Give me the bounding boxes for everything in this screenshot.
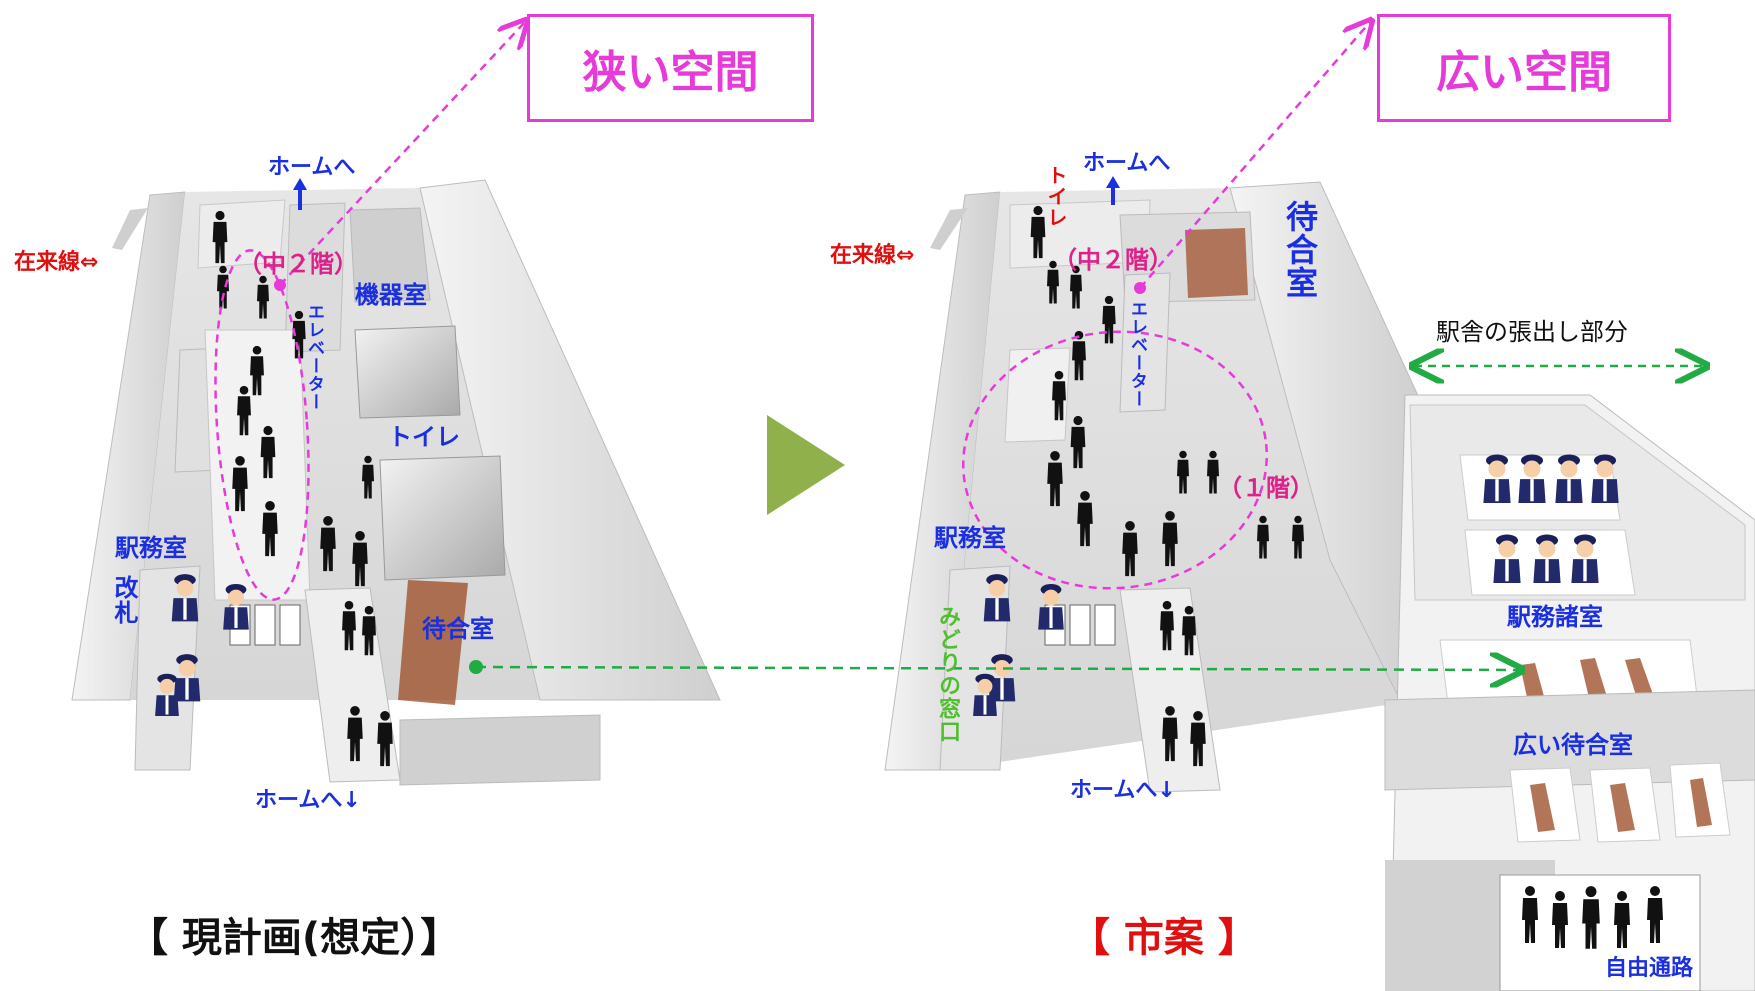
right-toilet: トイレ — [1044, 165, 1068, 228]
left-station-office: 駅務室 — [115, 534, 187, 562]
extension-title: 駅舎の張出し部分 — [1436, 318, 1628, 346]
left-waiting-room: 待合室 — [422, 615, 494, 643]
left-ticket-gate: 改札 — [110, 575, 138, 625]
wide-space-box: 広い空間 — [1377, 14, 1671, 122]
left-caption: 【 現計画(想定）】 — [128, 915, 461, 961]
left-toilet: トイレ — [388, 423, 460, 451]
right-station-office: 駅務室 — [934, 524, 1006, 552]
wide-waiting-room-label: 広い待合室 — [1513, 731, 1633, 759]
left-to-platform-top: ホームへ — [268, 155, 356, 180]
right-first-floor-label: （１階） — [1218, 474, 1314, 502]
right-midori-window: みどりの窓口 — [935, 605, 960, 743]
right-to-platform-bottom: ホームへ↓ — [1070, 778, 1176, 803]
right-waiting-room: 待合室 — [1281, 200, 1319, 299]
left-elevator: エレベーター — [304, 303, 324, 411]
right-caption: 【 市案 】 — [1070, 915, 1258, 961]
extension-model — [1384, 394, 1755, 991]
left-to-platform-bottom: ホームへ↓ — [255, 788, 361, 813]
right-to-platform-top: ホームへ — [1083, 151, 1171, 176]
right-elevator: エレベーター — [1127, 300, 1147, 408]
free-passage-label: 自由通路 — [1605, 956, 1694, 981]
station-rooms-label: 駅務諸室 — [1507, 603, 1603, 631]
left-equipment-room: 機器室 — [355, 281, 427, 309]
left-model — [70, 179, 721, 786]
right-mezzanine-label: （中２階） — [1053, 246, 1173, 274]
left-mezzanine-label: （中２階） — [238, 250, 358, 278]
left-conventional-line: 在来線⇔ — [14, 250, 99, 275]
next-arrow — [767, 415, 845, 515]
narrow-space-box: 狭い空間 — [527, 14, 814, 122]
right-conventional-line: 在来線⇔ — [830, 243, 915, 268]
